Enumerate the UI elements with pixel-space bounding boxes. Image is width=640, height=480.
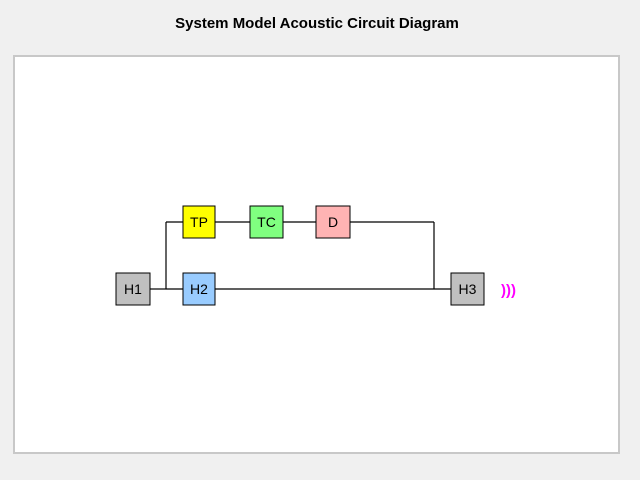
node-tc-box — [249, 205, 284, 239]
node-tc[interactable]: TC — [249, 205, 284, 239]
node-h3[interactable]: H3 — [450, 272, 485, 306]
node-tc-label: TC — [257, 214, 276, 230]
node-h3-box — [450, 272, 485, 306]
connection-lines — [150, 221, 451, 290]
node-d[interactable]: D — [315, 205, 351, 239]
node-tp[interactable]: TP — [182, 205, 216, 239]
node-h2[interactable]: H2 — [182, 272, 216, 306]
node-tp-label: TP — [190, 214, 208, 230]
node-h3-label: H3 — [459, 281, 477, 297]
node-h1[interactable]: H1 — [115, 272, 151, 306]
node-d-label: D — [328, 214, 338, 230]
node-h1-label: H1 — [124, 281, 142, 297]
node-h2-box — [182, 272, 216, 306]
node-h1-box — [115, 272, 151, 306]
node-h2-label: H2 — [190, 281, 208, 297]
sound-wave-icon: ))) — [501, 282, 516, 299]
diagram-canvas — [13, 55, 620, 454]
diagram-title: System Model Acoustic Circuit Diagram — [175, 15, 459, 32]
node-d-box — [315, 205, 351, 239]
node-tp-box — [182, 205, 216, 239]
